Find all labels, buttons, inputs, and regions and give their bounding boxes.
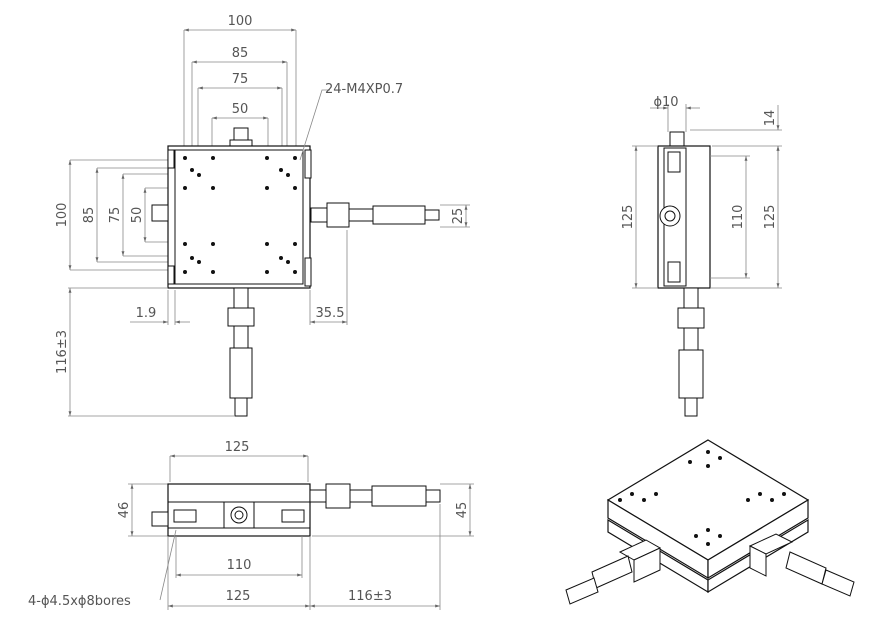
stage-table-top [174,149,304,285]
side-knob [669,131,685,147]
front-rail-right [281,509,305,523]
front-left-knob [151,511,169,527]
dim-travel-top: 116±3 [55,330,70,374]
dim-front-45: 45 [455,502,470,519]
iso-right-face [707,498,809,580]
side-micrometer [677,287,705,417]
rail-right-top [304,149,312,179]
dim-side-110: 110 [731,205,746,230]
dim-width-85: 85 [232,46,249,61]
thread-leader [299,89,330,161]
side-rail-top [667,151,681,173]
dim-front-125-top: 125 [225,440,250,455]
dim-height-50: 50 [130,207,145,224]
dim-h25: 25 [451,208,466,225]
dim-width-50: 50 [232,102,249,117]
front-view: 125 46 45 110 125 [28,440,474,610]
rail-left-bottom [167,265,175,285]
side-knob-inner [664,210,676,222]
iso-holes [618,450,786,546]
mount-holes [183,156,297,274]
top-view: 100 85 75 50 100 85 75 50 [55,14,470,417]
isometric-view [565,439,855,605]
dim-front-46: 46 [117,502,132,519]
dim-height-100: 100 [55,203,70,228]
iso-left-micrometer [565,539,662,605]
rail-right-bottom [304,257,312,287]
dim-height-75: 75 [108,207,123,224]
front-rail-left [173,509,197,523]
left-knob [151,204,169,222]
dim-width-75: 75 [232,72,249,87]
top-knob-base [229,139,253,147]
dim-front-125-bottom: 125 [226,589,251,604]
right-micrometer [310,202,440,228]
front-knob-inner [234,510,244,520]
dim-width-100: 100 [228,14,253,29]
dim-front-travel: 116±3 [348,589,392,604]
dim-side-125-right: 125 [763,205,778,230]
iso-right-micrometer [748,533,855,597]
dim-14: 14 [763,110,778,127]
front-micrometer [309,483,441,509]
rail-left-top [167,149,175,169]
dim-dia-10: ϕ10 [653,95,678,110]
dim-offset-1-9: 1.9 [136,306,157,321]
dim-height-85: 85 [82,207,97,224]
bores-label: 4-ϕ4.5xϕ8bores [28,594,131,609]
dim-offset-35-5: 35.5 [316,306,345,321]
side-view: ϕ10 14 125 110 125 [621,95,782,417]
side-rail-bottom [667,261,681,283]
dim-front-110: 110 [227,558,252,573]
thread-label: 24-M4XP0.7 [325,82,403,97]
dim-side-125-left: 125 [621,205,636,230]
bottom-micrometer [227,287,255,417]
